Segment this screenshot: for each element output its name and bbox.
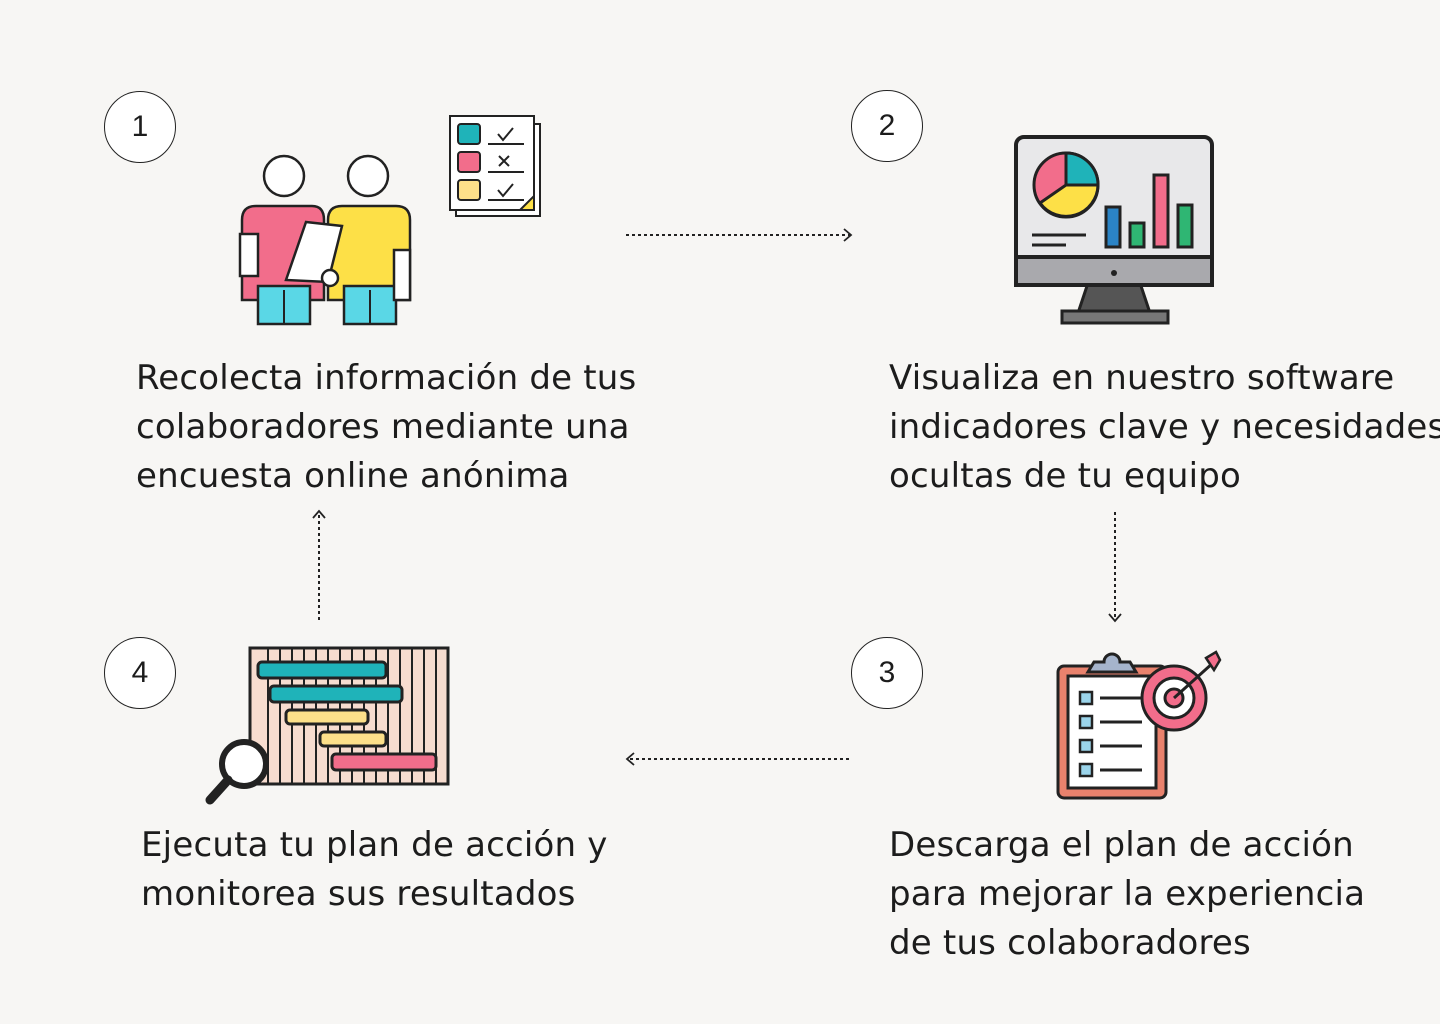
step-4-number: 4 (104, 637, 176, 709)
arrow-4-to-1 (312, 509, 326, 623)
arrow-2-to-3 (1108, 512, 1122, 623)
step-2-text: Visualiza en nuestro software indicadore… (889, 354, 1440, 501)
step-2-line-1: Visualiza en nuestro software (889, 358, 1395, 398)
clipboard-target-icon (1056, 650, 1222, 800)
gantt-magnifier-icon (205, 646, 450, 805)
step-1-number: 1 (104, 91, 176, 163)
step-2-line-2: indicadores clave y necesidades (889, 407, 1440, 447)
arrow-3-to-4 (625, 752, 852, 766)
step-2-line-3: ocultas de tu equipo (889, 456, 1242, 496)
step-2-number: 2 (851, 90, 923, 162)
analytics-monitor-icon (1014, 135, 1214, 325)
step-4-line-2: monitorea sus resultados (141, 874, 576, 914)
arrow-1-to-2 (626, 228, 853, 242)
step-1-line-1: Recolecta información de tus (136, 358, 637, 398)
step-4-text: Ejecuta tu plan de acción y monitorea su… (141, 821, 608, 919)
step-1-line-3: encuesta online anónima (136, 456, 570, 496)
step-3-text: Descarga el plan de acción para mejorar … (889, 821, 1365, 968)
step-3-number: 3 (851, 637, 923, 709)
step-1-line-2: colaboradores mediante una (136, 407, 630, 447)
step-1-text: Recolecta información de tus colaborador… (136, 354, 636, 501)
step-3-line-1: Descarga el plan de acción (889, 825, 1354, 865)
step-4-line-1: Ejecuta tu plan de acción y (141, 825, 608, 865)
step-3-line-2: para mejorar la experiencia (889, 874, 1366, 914)
step-3-line-3: de tus colaboradores (889, 923, 1251, 963)
survey-people-icon (238, 115, 541, 326)
